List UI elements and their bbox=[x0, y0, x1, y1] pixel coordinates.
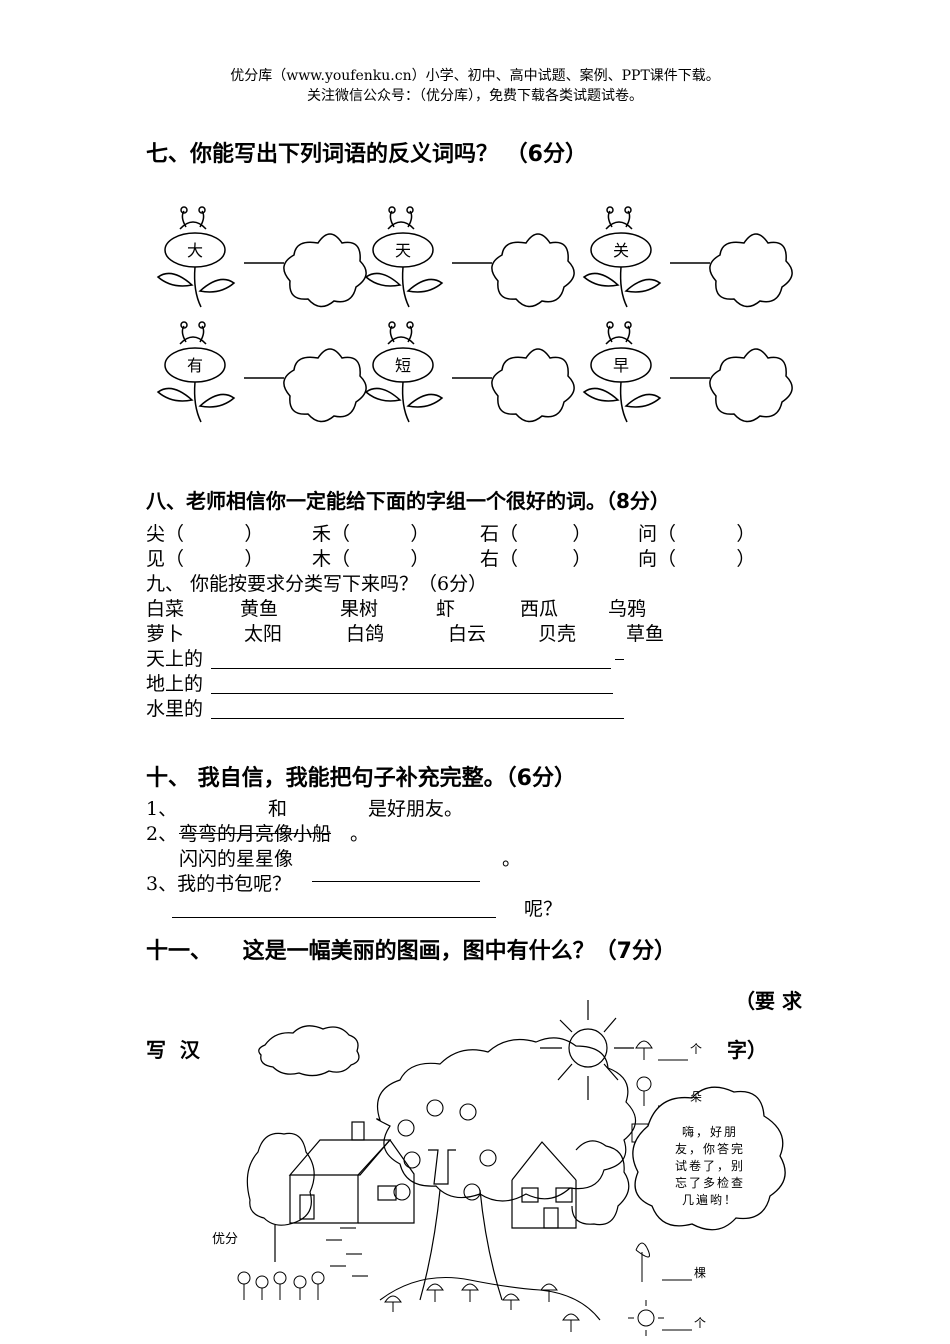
word-group-item[interactable]: 问（ ） bbox=[638, 523, 756, 545]
flower-word: 关 bbox=[613, 241, 629, 260]
word-group-item[interactable]: 尖（ ） bbox=[146, 523, 264, 545]
antonym-flower-pair: 有 bbox=[156, 321, 367, 423]
word-group-item[interactable]: 见（ ） bbox=[146, 548, 264, 570]
bubble-line: 友，你答完 bbox=[674, 1142, 745, 1156]
requirement-part-1: （要 求 bbox=[735, 989, 802, 1013]
sun-icon bbox=[540, 1000, 634, 1100]
left-tree bbox=[246, 1132, 315, 1226]
antonym-flower-pair: 早 bbox=[582, 321, 793, 423]
category-word: 萝卜 bbox=[146, 623, 185, 645]
word-group-item[interactable]: 右（ ） bbox=[480, 548, 592, 570]
speech-bubble-text: 嗨，好朋 友，你答完 试卷了，别 忘了多检查 几遍哟！ bbox=[660, 1124, 760, 1209]
category-word: 果树 bbox=[340, 598, 379, 620]
category-word: 白云 bbox=[448, 623, 487, 645]
right-tree bbox=[571, 1140, 630, 1226]
antonym-flower-pair: 天 bbox=[364, 206, 575, 308]
category-line-label: 天上的 bbox=[146, 648, 204, 670]
counter-label: 朵 bbox=[690, 1090, 703, 1104]
flower-icons bbox=[237, 1271, 325, 1300]
answer-flower bbox=[491, 348, 575, 423]
watermark-text: 优分 bbox=[212, 1232, 239, 1247]
word-group-item[interactable]: 向（ ） bbox=[638, 548, 756, 570]
counter-label: 个 bbox=[694, 1316, 707, 1330]
mushroom-icons bbox=[384, 1283, 580, 1332]
antonym-flower-pair: 短 bbox=[364, 321, 575, 423]
bubble-line: 忘了多检查 bbox=[674, 1176, 745, 1190]
flower-word: 早 bbox=[613, 356, 629, 375]
category-word: 西瓜 bbox=[520, 598, 559, 620]
answer-flower bbox=[283, 233, 367, 308]
category-word: 贝壳 bbox=[538, 623, 577, 645]
category-line-label: 水里的 bbox=[146, 698, 204, 720]
item-1-prefix: 1、 bbox=[146, 798, 178, 820]
section-10-title: 十、 我自信，我能把句子补充完整。（6分） bbox=[146, 766, 576, 791]
item-2-example-end: 。 bbox=[350, 823, 370, 845]
bubble-line: 试卷了，别 bbox=[674, 1159, 745, 1173]
apple-icons bbox=[393, 1099, 497, 1201]
flower-word: 有 bbox=[187, 356, 203, 375]
item-3-end: 呢？ bbox=[524, 898, 563, 920]
requirement-part-2b: 字） bbox=[727, 1038, 767, 1062]
answer-line[interactable] bbox=[211, 693, 613, 694]
category-line-label: 地上的 bbox=[146, 673, 204, 695]
answer-line-dash bbox=[615, 659, 624, 660]
left-house bbox=[288, 1121, 415, 1224]
cloud-icon bbox=[258, 1025, 360, 1077]
item-2-example: 弯弯的月亮像小船 bbox=[179, 823, 332, 845]
answer-flower bbox=[283, 348, 367, 423]
section-9-words-row-1: 白菜 黄鱼 果树 虾 西瓜 乌鸦 bbox=[146, 597, 746, 621]
section-9-title: 九、 你能按要求分类写下来吗？（6分） bbox=[146, 573, 488, 595]
antonym-flower-pair: 关 bbox=[582, 206, 793, 308]
section-9-words-row-2: 萝卜 太阳 白鸽 白云 贝壳 草鱼 bbox=[146, 622, 746, 646]
flower-word: 天 bbox=[395, 241, 411, 260]
item-2-line: 闪闪的星星像 bbox=[179, 848, 294, 870]
bubble-line: 几遍哟！ bbox=[681, 1193, 738, 1207]
item-2-end: 。 bbox=[502, 848, 522, 870]
item-1-and: 和 bbox=[268, 798, 288, 820]
ground-strokes bbox=[326, 1227, 601, 1321]
speech-bubble bbox=[632, 1086, 786, 1231]
antonym-flower-pair: 大 bbox=[156, 206, 367, 308]
item-1-suffix: 是好朋友。 bbox=[368, 798, 464, 820]
section-8-title: 八、老师相信你一定能给下面的字组一个很好的词。（8分） bbox=[146, 489, 670, 513]
answer-flower bbox=[709, 233, 793, 308]
category-word: 白菜 bbox=[146, 598, 185, 620]
header-line-2: 关注微信公众号：（优分库），免费下载各类试题试卷。 bbox=[307, 88, 643, 104]
bubble-line: 嗨，好朋 bbox=[681, 1125, 738, 1139]
category-word: 虾 bbox=[436, 598, 456, 620]
category-word: 黄鱼 bbox=[240, 598, 279, 620]
requirement-part-2a: 写 汉 bbox=[146, 1038, 200, 1062]
right-house bbox=[511, 1141, 577, 1229]
item-3-text: 3、我的书包呢？ bbox=[146, 873, 292, 895]
answer-line[interactable] bbox=[312, 881, 480, 882]
answer-flower bbox=[709, 348, 793, 423]
category-word: 乌鸦 bbox=[608, 598, 647, 620]
header-line-1: 优分库（www.youfenku.cn）小学、初中、高中试题、案例、PPT课件下… bbox=[230, 68, 720, 84]
word-group-item[interactable]: 禾（ ） bbox=[312, 523, 430, 545]
flower-word: 大 bbox=[187, 241, 203, 260]
answer-line[interactable] bbox=[172, 917, 496, 918]
answer-flower bbox=[491, 233, 575, 308]
tree-trunk bbox=[419, 1189, 503, 1301]
section-7-title: 七、你能写出下列词语的反义词吗？ （6分） bbox=[146, 142, 587, 167]
tree-canopy bbox=[376, 1037, 637, 1202]
flower-word: 短 bbox=[395, 356, 411, 375]
section-11-title: 十一、 这是一幅美丽的图画，图中有什么？（7分） bbox=[146, 939, 676, 964]
item-2-prefix: 2、 bbox=[146, 823, 178, 845]
category-word: 白鸽 bbox=[346, 623, 385, 645]
counter-label: 个 bbox=[690, 1042, 703, 1056]
answer-line[interactable] bbox=[211, 718, 624, 719]
word-group-item[interactable]: 木（ ） bbox=[312, 548, 430, 570]
category-word: 太阳 bbox=[244, 623, 283, 645]
counter-label: 棵 bbox=[694, 1266, 707, 1280]
category-word: 草鱼 bbox=[626, 623, 665, 645]
word-group-item[interactable]: 石（ ） bbox=[480, 523, 592, 545]
answer-line[interactable] bbox=[211, 668, 611, 669]
